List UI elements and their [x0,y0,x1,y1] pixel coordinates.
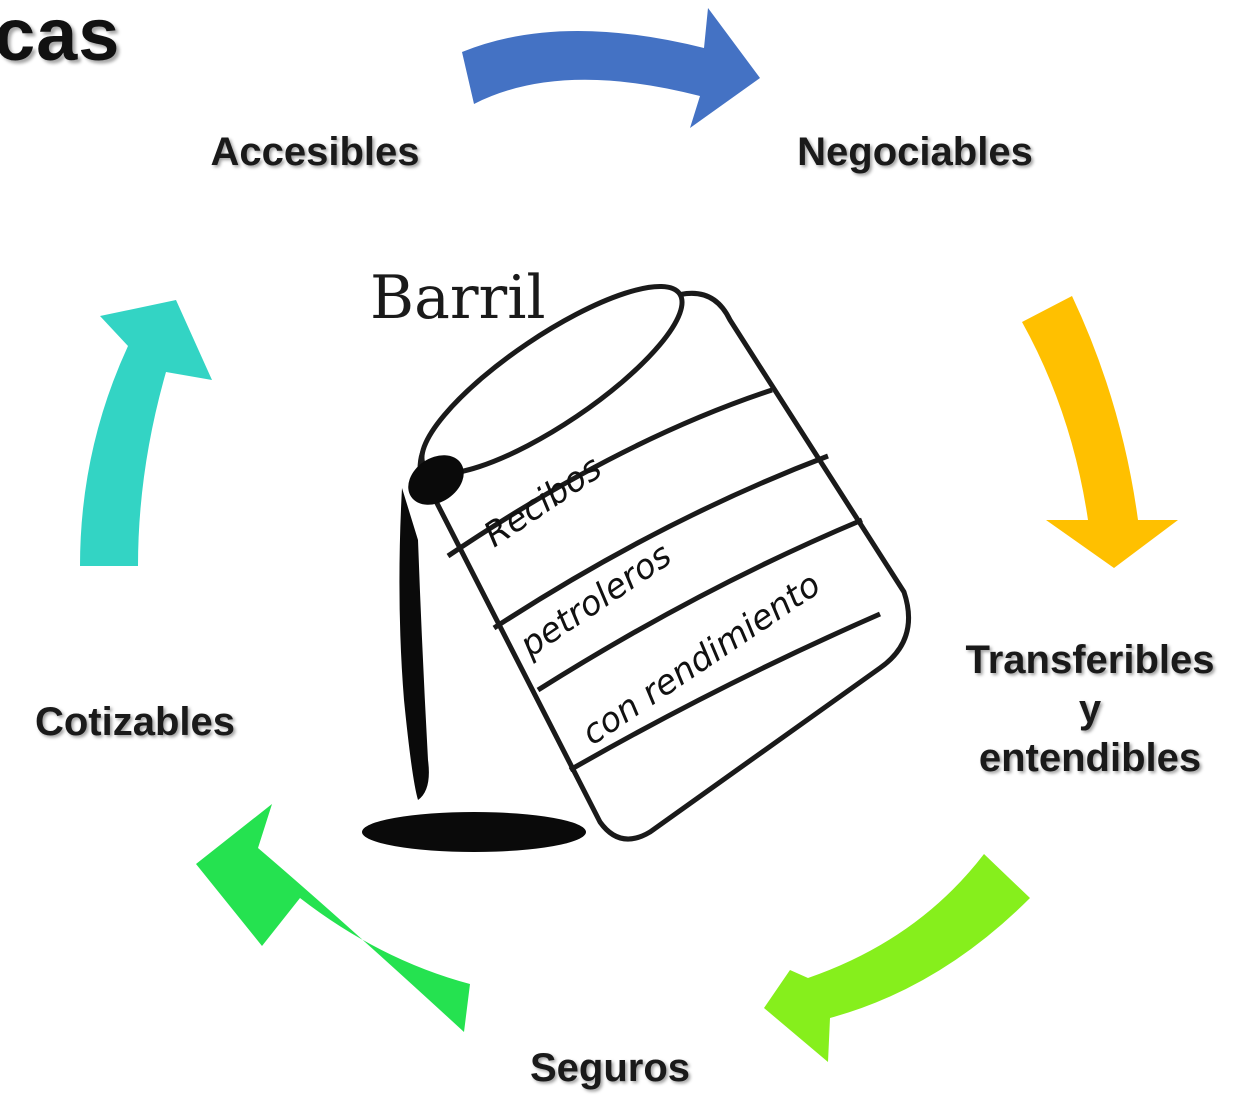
slide-title-fragment: cas [0,0,121,76]
barrel-band-3 [536,517,863,693]
arrow-transferibles-to-seguros [764,854,1030,1062]
barrel-band-4 [568,611,882,773]
label-accesibles: Accesibles [210,130,420,174]
barrel-band-2 [492,453,829,631]
barrel-spout [408,455,464,505]
barrel-illustration: Barril Recibos petroleros con rendimient… [362,263,912,852]
arrow-negociables-to-transferibles [1022,296,1178,568]
barrel-title: Barril [370,263,546,333]
arrow-seguros-to-cotizables [196,804,470,1032]
barrel-band-1 [446,387,773,559]
label-transferibles-y-entendibles: Transferibles y entendibles [965,638,1215,780]
oil-puddle [362,812,586,852]
label-cotizables: Cotizables [34,700,236,744]
arrow-accesibles-to-negociables [462,8,760,128]
oil-stream [399,488,429,800]
label-seguros: Seguros [529,1046,691,1090]
arrow-cotizables-to-accesibles [80,300,212,566]
label-negociables: Negociables [797,130,1033,174]
